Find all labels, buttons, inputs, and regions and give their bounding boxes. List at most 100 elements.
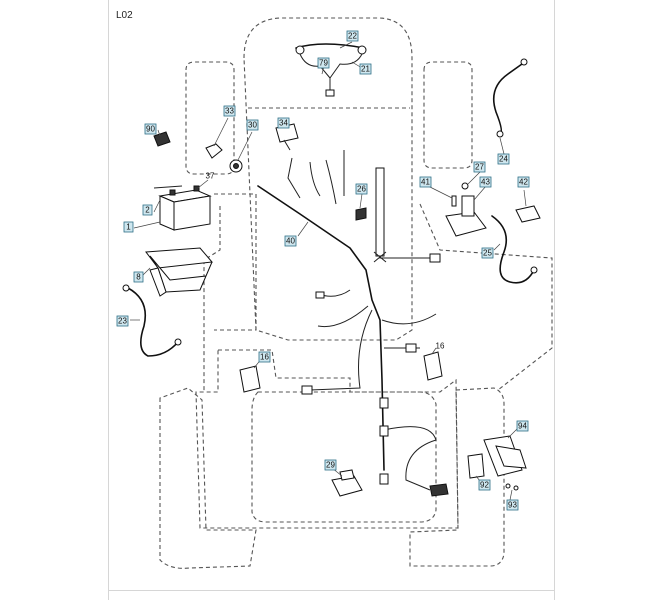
headlight-left <box>295 45 305 55</box>
callout-27-text: 27 <box>475 163 484 172</box>
callout-43: 43 <box>479 176 492 188</box>
callout-34: 34 <box>277 117 290 129</box>
callout-42: 42 <box>517 176 530 188</box>
boot-42 <box>515 205 541 223</box>
battery-terminal-right <box>193 185 200 192</box>
callout-8-text: 8 <box>136 273 141 282</box>
leader-2 <box>153 199 161 213</box>
callout-22-text: 22 <box>348 32 357 41</box>
harness-branch-top-1 <box>287 157 301 199</box>
mid-left-panel <box>214 193 257 331</box>
switch-16-left <box>239 365 261 393</box>
callout-41: 41 <box>419 176 432 188</box>
hood-outline <box>243 17 413 341</box>
switch-16-right <box>423 351 443 381</box>
leader-34 <box>283 139 291 151</box>
callout-8: 8 <box>133 271 144 283</box>
callout-24: 24 <box>497 153 510 165</box>
callout-33-text: 33 <box>225 107 234 116</box>
leader-43 <box>473 185 487 201</box>
callout-90-text: 90 <box>146 125 155 134</box>
cable-25-end <box>530 266 538 274</box>
callout-93-text: 93 <box>508 501 517 510</box>
callout-29-text: 29 <box>326 461 335 470</box>
callout-30: 30 <box>246 119 259 131</box>
solenoid-43-body <box>461 195 475 217</box>
rear-left-wheel <box>159 387 257 569</box>
callout-22: 22 <box>346 30 359 42</box>
battery-assembly <box>122 185 213 357</box>
cable-24 <box>492 63 523 135</box>
plug-rear <box>429 483 449 497</box>
starter-assembly <box>429 58 541 284</box>
callout-93: 93 <box>506 499 519 511</box>
main-harness <box>257 150 437 491</box>
harness-right-connector <box>429 253 441 263</box>
callout-27: 27 <box>473 161 486 173</box>
frame-left-border <box>108 0 109 600</box>
callout-42-text: 42 <box>519 178 528 187</box>
connector-rear-1 <box>379 397 389 409</box>
leader-1 <box>133 221 161 229</box>
callout-79: 79 <box>317 57 330 69</box>
relay-90 <box>153 131 171 147</box>
page-code: L02 <box>116 10 133 21</box>
frame-left-rail <box>203 206 221 392</box>
callout-92: 92 <box>478 479 491 491</box>
harness-fuse-holder <box>375 167 385 257</box>
bracket-92 <box>467 453 485 479</box>
callout-34-text: 34 <box>279 119 288 128</box>
battery-cable-end-bottom <box>174 338 182 346</box>
leader-37 <box>197 179 209 189</box>
headlight-bar <box>295 43 365 49</box>
screw-93-b <box>513 485 519 491</box>
bolt-41 <box>451 195 457 207</box>
front-left-wheel <box>185 61 235 175</box>
leader-25 <box>493 243 501 251</box>
battery-cable-end-top <box>122 284 130 292</box>
leader-16b <box>431 347 437 355</box>
callout-90: 90 <box>144 123 157 135</box>
leader-33 <box>213 117 229 147</box>
callout-37: 37 <box>206 172 215 181</box>
callout-1-text: 1 <box>126 223 131 232</box>
clip-33 <box>205 143 223 159</box>
callout-33: 33 <box>223 105 236 117</box>
connector-left-low <box>315 291 325 299</box>
battery-tray-side <box>149 267 167 297</box>
leader-lines <box>130 41 527 501</box>
callout-26-text: 26 <box>357 185 366 194</box>
seat-switch-29-top <box>339 469 355 481</box>
leader-22 <box>339 41 353 49</box>
callout-37-text: 37 <box>206 172 215 181</box>
cable-24-end-bottom <box>496 130 504 138</box>
harness-branch-center-down <box>309 309 373 391</box>
callout-94-text: 94 <box>518 422 527 431</box>
rear-right-wheel <box>409 387 505 567</box>
leader-30 <box>237 131 253 161</box>
callout-41-text: 41 <box>421 178 430 187</box>
callout-24-text: 24 <box>499 155 508 164</box>
callout-40: 40 <box>284 235 297 247</box>
callout-79-text: 79 <box>319 59 328 68</box>
battery-side <box>173 195 211 231</box>
connector-rear-2 <box>379 425 389 437</box>
screw-93-a <box>505 483 511 489</box>
deck-outline <box>195 349 459 529</box>
headlight-right <box>357 45 367 55</box>
callout-16a: 16 <box>258 351 271 363</box>
seat-area-outline <box>251 391 437 523</box>
tractor-outline <box>159 17 553 569</box>
callout-26: 26 <box>355 183 368 195</box>
small-parts-cluster <box>153 123 299 173</box>
callout-40-text: 40 <box>286 237 295 246</box>
frame-right-border <box>554 0 555 600</box>
battery-cable-23 <box>127 287 179 357</box>
callout-23: 23 <box>116 315 129 327</box>
callout-16a-text: 16 <box>260 353 269 362</box>
cable-24-end-top <box>520 58 528 66</box>
leader-40 <box>297 221 309 237</box>
leader-27 <box>467 171 481 185</box>
callout-29: 29 <box>324 459 337 471</box>
